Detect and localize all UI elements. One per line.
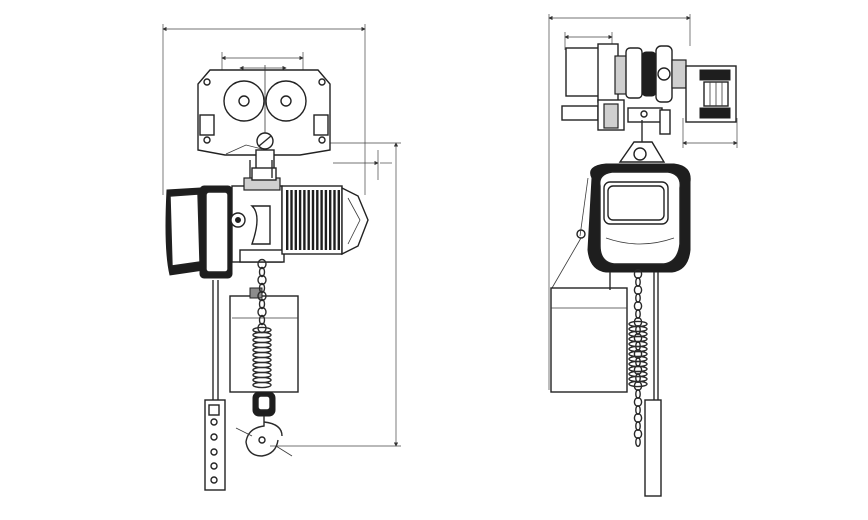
side-trolley (561, 43, 737, 135)
spring-coil (628, 380, 648, 388)
front-chain (257, 258, 267, 334)
chain-link (635, 437, 641, 448)
motor-fin (303, 190, 306, 250)
side-spring (628, 320, 648, 388)
chain-link (257, 274, 267, 286)
chain-link (257, 290, 267, 302)
motor-fin (298, 190, 302, 250)
pendant (204, 280, 226, 491)
chain-link (258, 266, 266, 278)
motor-fin (329, 190, 332, 250)
side-hanger (618, 120, 666, 163)
front-spring (252, 326, 272, 389)
side-dimensions (548, 14, 738, 390)
chain-link (258, 282, 266, 294)
chain-link (257, 258, 267, 270)
motor-fin (307, 190, 310, 250)
side-chain-bag (550, 177, 628, 393)
hoist-body (165, 160, 285, 279)
side-hoist-body (576, 163, 691, 273)
chain-link (257, 306, 267, 318)
side-chain (633, 269, 643, 448)
motor-fin (333, 190, 336, 250)
side-view (548, 14, 738, 497)
front-dimensions (162, 24, 401, 447)
motor-fin (286, 190, 289, 250)
side-pendant (644, 272, 662, 497)
front-view (162, 24, 401, 491)
chain-link (258, 298, 266, 310)
hook (235, 391, 293, 457)
chain-link (258, 314, 266, 326)
motor-fin (311, 190, 315, 250)
motor-fin (337, 190, 340, 250)
front-chain-bag (229, 287, 299, 393)
motor-fin (294, 190, 297, 250)
motor-fin (324, 190, 328, 250)
motor-fin (316, 190, 319, 250)
motor-fin (290, 190, 293, 250)
trolley (197, 65, 331, 173)
spring-coil (252, 381, 272, 389)
motor-fin (320, 190, 323, 250)
motor (281, 185, 369, 256)
